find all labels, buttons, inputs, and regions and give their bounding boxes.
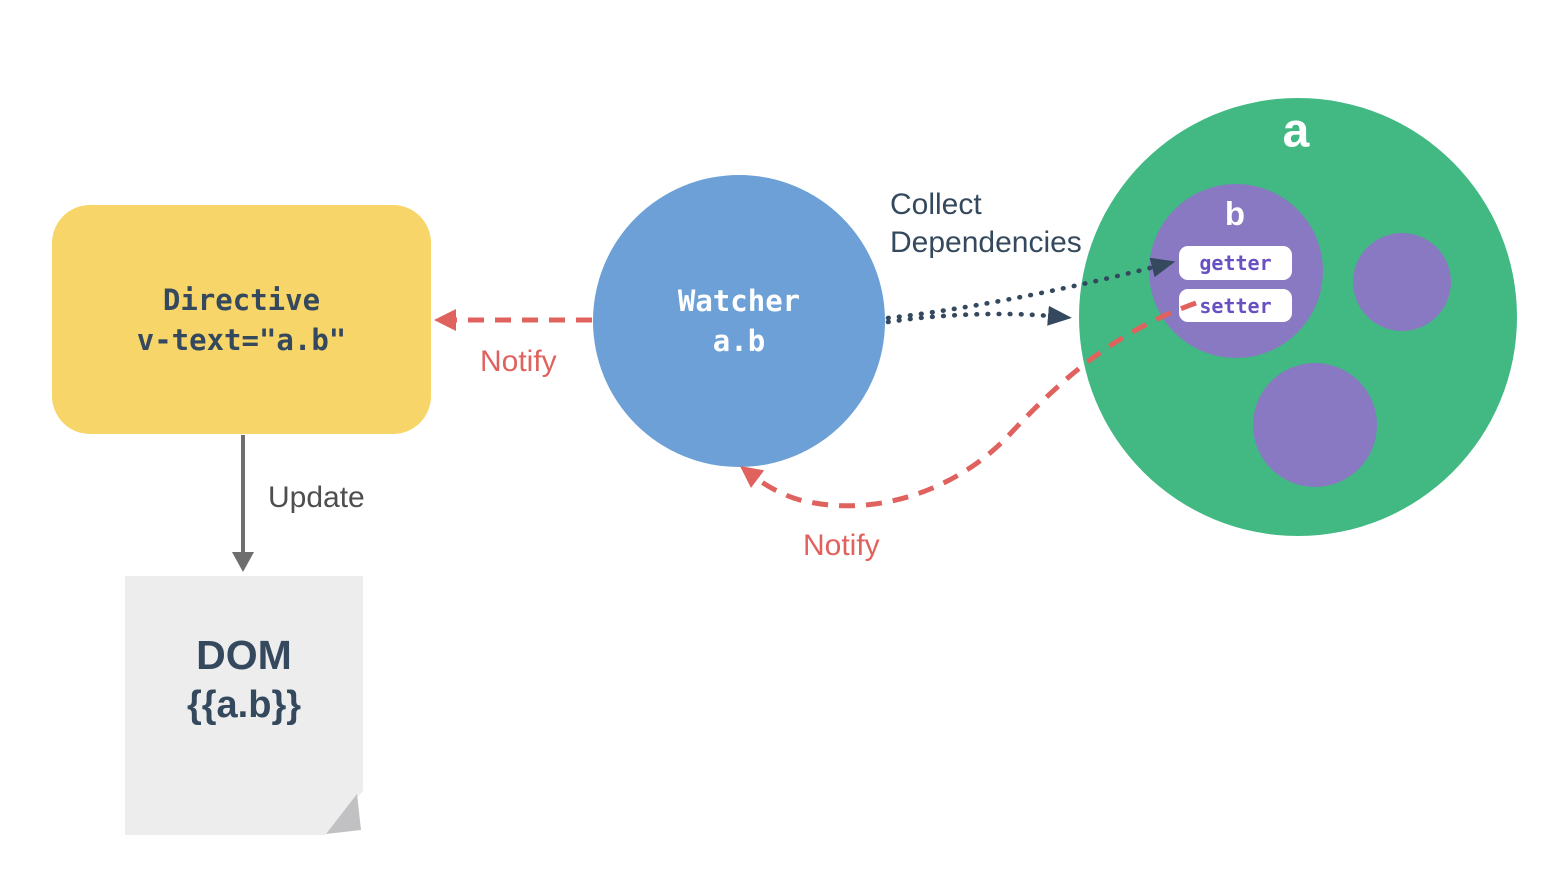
nested-object-label: b [1224,195,1246,232]
setter-label: setter [1199,293,1272,318]
collect-dependencies-label: Collect Dependencies [890,188,1082,259]
watcher-code: a.b [712,324,766,358]
dom-page [125,576,363,835]
directive-code: v-text="a.b" [136,322,347,357]
directive-box: Directive v-text="a.b" [52,205,431,434]
collect-dependencies-arrow-object [885,305,1072,326]
data-object-label: a [1282,104,1310,158]
purple-circle-right [1353,233,1451,331]
purple-circle-bottom [1253,363,1377,487]
notify-left-label: Notify [480,345,557,378]
notify-bottom-label: Notify [803,529,880,562]
watcher-circle: Watcher a.b [593,175,885,467]
getter-label: getter [1199,251,1272,275]
getter-pill: getter [1179,246,1292,280]
directive-title: Directive [162,282,321,317]
setter-pill: setter [1179,289,1292,322]
dom-label-group: DOM {{a.b}} [125,630,363,730]
dom-page-sheet [125,576,363,835]
dom-code: {{a.b}} [186,684,302,726]
update-label: Update [268,481,365,514]
watcher-title: Watcher [677,284,801,318]
dom-title: DOM [196,632,292,678]
dom-page-fold-corner [326,794,361,834]
